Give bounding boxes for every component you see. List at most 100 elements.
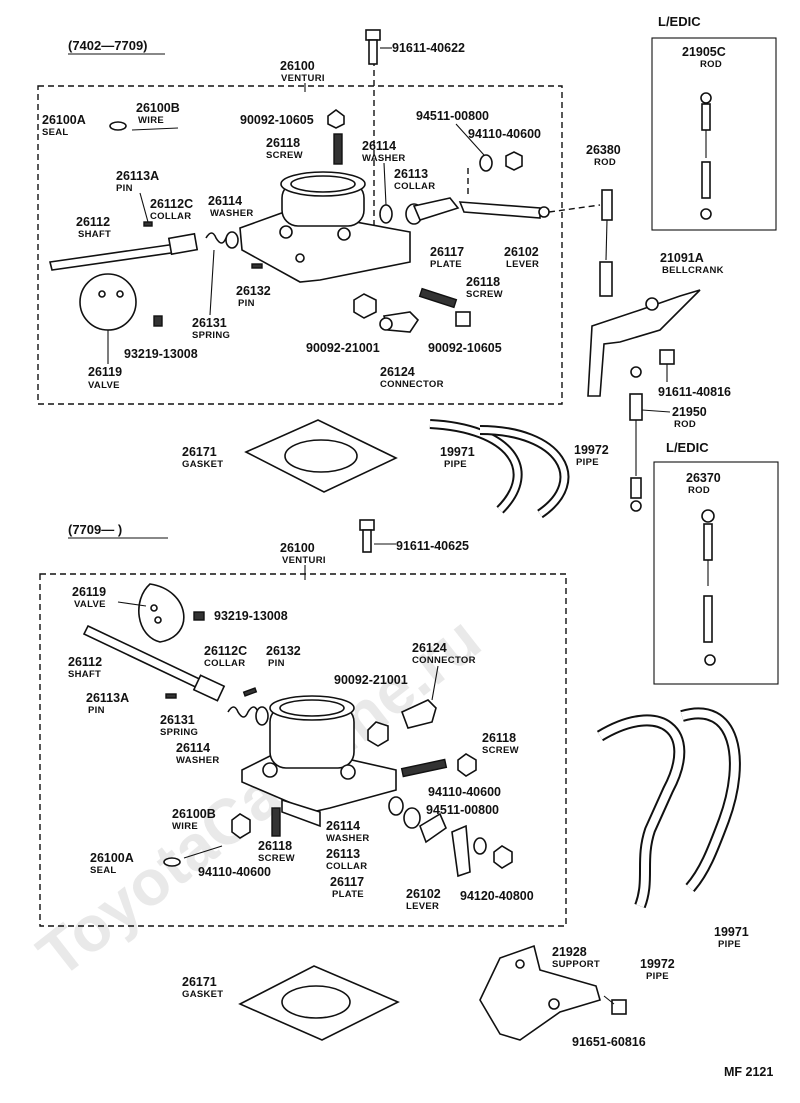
ledic-header-top: L/EDIC: [658, 14, 701, 29]
callout-19972-b: 19972: [640, 957, 675, 971]
callout-26118-b2: 26118: [258, 839, 292, 853]
callout-94110-40600-b2: 94110-40600: [198, 865, 271, 879]
label-screw-b: SCREW: [466, 289, 503, 300]
seal-icon: [109, 121, 127, 131]
callout-26112: 26112: [76, 215, 110, 229]
rod-icon: [629, 366, 643, 512]
rod-icon: [700, 92, 712, 220]
callout-26112C: 26112C: [150, 197, 193, 211]
label-screw-a: SCREW: [266, 150, 303, 161]
label-plate: PLATE: [430, 259, 462, 270]
label-rod-c: ROD: [674, 419, 696, 430]
callout-21950: 21950: [672, 405, 707, 419]
callout-26102-b: 26102: [406, 887, 441, 901]
pin-icon: [143, 221, 153, 227]
label-valve: VALVE: [88, 380, 120, 391]
lever-icon: [451, 824, 471, 878]
callout-26117: 26117: [430, 245, 464, 259]
callout-90092-21001: 90092-21001: [306, 341, 380, 355]
callout-26118b: 26118: [466, 275, 500, 289]
label-spring: SPRING: [192, 330, 230, 341]
bolt-icon: [611, 999, 627, 1015]
label-gasket: GASKET: [182, 459, 223, 470]
plate-icon: [412, 197, 460, 221]
callout-26117-b: 26117: [330, 875, 364, 889]
callout-26118a: 26118: [266, 136, 300, 150]
gasket-icon: [238, 965, 400, 1041]
plate-icon: [419, 812, 447, 844]
callout-91611-40622: 91611-40622: [392, 41, 465, 55]
callout-26132-b: 26132: [266, 644, 301, 658]
callout-93219-b: 93219-13008: [214, 609, 288, 623]
nut-icon: [493, 845, 513, 869]
label-support: SUPPORT: [552, 959, 600, 970]
nut-icon: [455, 311, 471, 327]
screw-icon: [333, 133, 343, 165]
callout-90092-10605b: 90092-10605: [428, 341, 502, 355]
label-valve-b: VALVE: [74, 599, 106, 610]
collar-icon: [192, 674, 226, 702]
label-collar-a: COLLAR: [394, 181, 435, 192]
callout-91651-60816: 91651-60816: [572, 1035, 646, 1049]
callout-26114-b1: 26114: [176, 741, 210, 755]
wire-icon: [131, 127, 179, 131]
label-washer-a: WASHER: [362, 153, 406, 164]
label-washer-b: WASHER: [210, 208, 254, 219]
label-plate-b: PLATE: [332, 889, 364, 900]
valve-icon: [138, 583, 185, 643]
shaft-icon: [82, 624, 212, 694]
callout-26131: 26131: [192, 316, 227, 330]
top-group-box: [37, 85, 563, 405]
label-screw-b1: SCREW: [482, 745, 519, 756]
label-wire-b: WIRE: [172, 821, 198, 832]
label-pipe-b2: PIPE: [646, 971, 669, 982]
callout-93219: 93219-13008: [124, 347, 198, 361]
section-header-bottom: (7709— ): [68, 522, 122, 537]
venturi-body: [241, 695, 397, 828]
nut-icon: [367, 721, 389, 747]
bolt-icon: [365, 29, 381, 65]
callout-26171-b: 26171: [182, 975, 217, 989]
label-venturi-b: VENTURI: [282, 555, 326, 566]
callout-26124: 26124: [380, 365, 415, 379]
label-washer-b1: WASHER: [176, 755, 220, 766]
callout-26113A: 26113A: [116, 169, 159, 183]
nut-icon: [505, 151, 523, 171]
screw-icon: [193, 611, 205, 621]
label-wire: WIRE: [138, 115, 164, 126]
label-pin-a: PIN: [116, 183, 133, 194]
label-collar-b2: COLLAR: [326, 861, 367, 872]
callout-26100B-b: 26100B: [172, 807, 216, 821]
label-pipe-b1: PIPE: [718, 939, 741, 950]
callout-21091A: 21091A: [660, 251, 704, 265]
valve-icon: [79, 273, 137, 331]
ledic-box-top: [651, 37, 777, 231]
label-pipe-a: PIPE: [444, 459, 467, 470]
section-header-top: (7402—7709): [68, 38, 148, 53]
pin-icon: [165, 693, 177, 699]
label-spring-b: SPRING: [160, 727, 198, 738]
ledic-box-bottom: [653, 461, 779, 685]
callout-26112C-b: 26112C: [204, 644, 247, 658]
callout-90092-10605a: 90092-10605: [240, 113, 314, 127]
callout-94110-40600-b1: 94110-40600: [428, 785, 501, 799]
callout-26112-b: 26112: [68, 655, 102, 669]
screw-icon: [271, 807, 281, 837]
washer-icon: [379, 204, 393, 224]
collar-icon: [167, 232, 199, 256]
washer-icon: [225, 231, 239, 249]
label-rod-a: ROD: [700, 59, 722, 70]
lock-washer-icon: [479, 154, 493, 172]
callout-26100A-b: 26100A: [90, 851, 134, 865]
lever-icon: [458, 201, 541, 219]
callout-21928: 21928: [552, 945, 587, 959]
label-rod-d: ROD: [688, 485, 710, 496]
venturi-body: [239, 171, 411, 283]
ledic-header-bottom: L/EDIC: [666, 440, 709, 455]
label-collar-b1: COLLAR: [204, 658, 245, 669]
label-lever-b: LEVER: [406, 901, 439, 912]
callout-26370: 26370: [686, 471, 721, 485]
label-screw-b2: SCREW: [258, 853, 295, 864]
label-collar-b: COLLAR: [150, 211, 191, 222]
